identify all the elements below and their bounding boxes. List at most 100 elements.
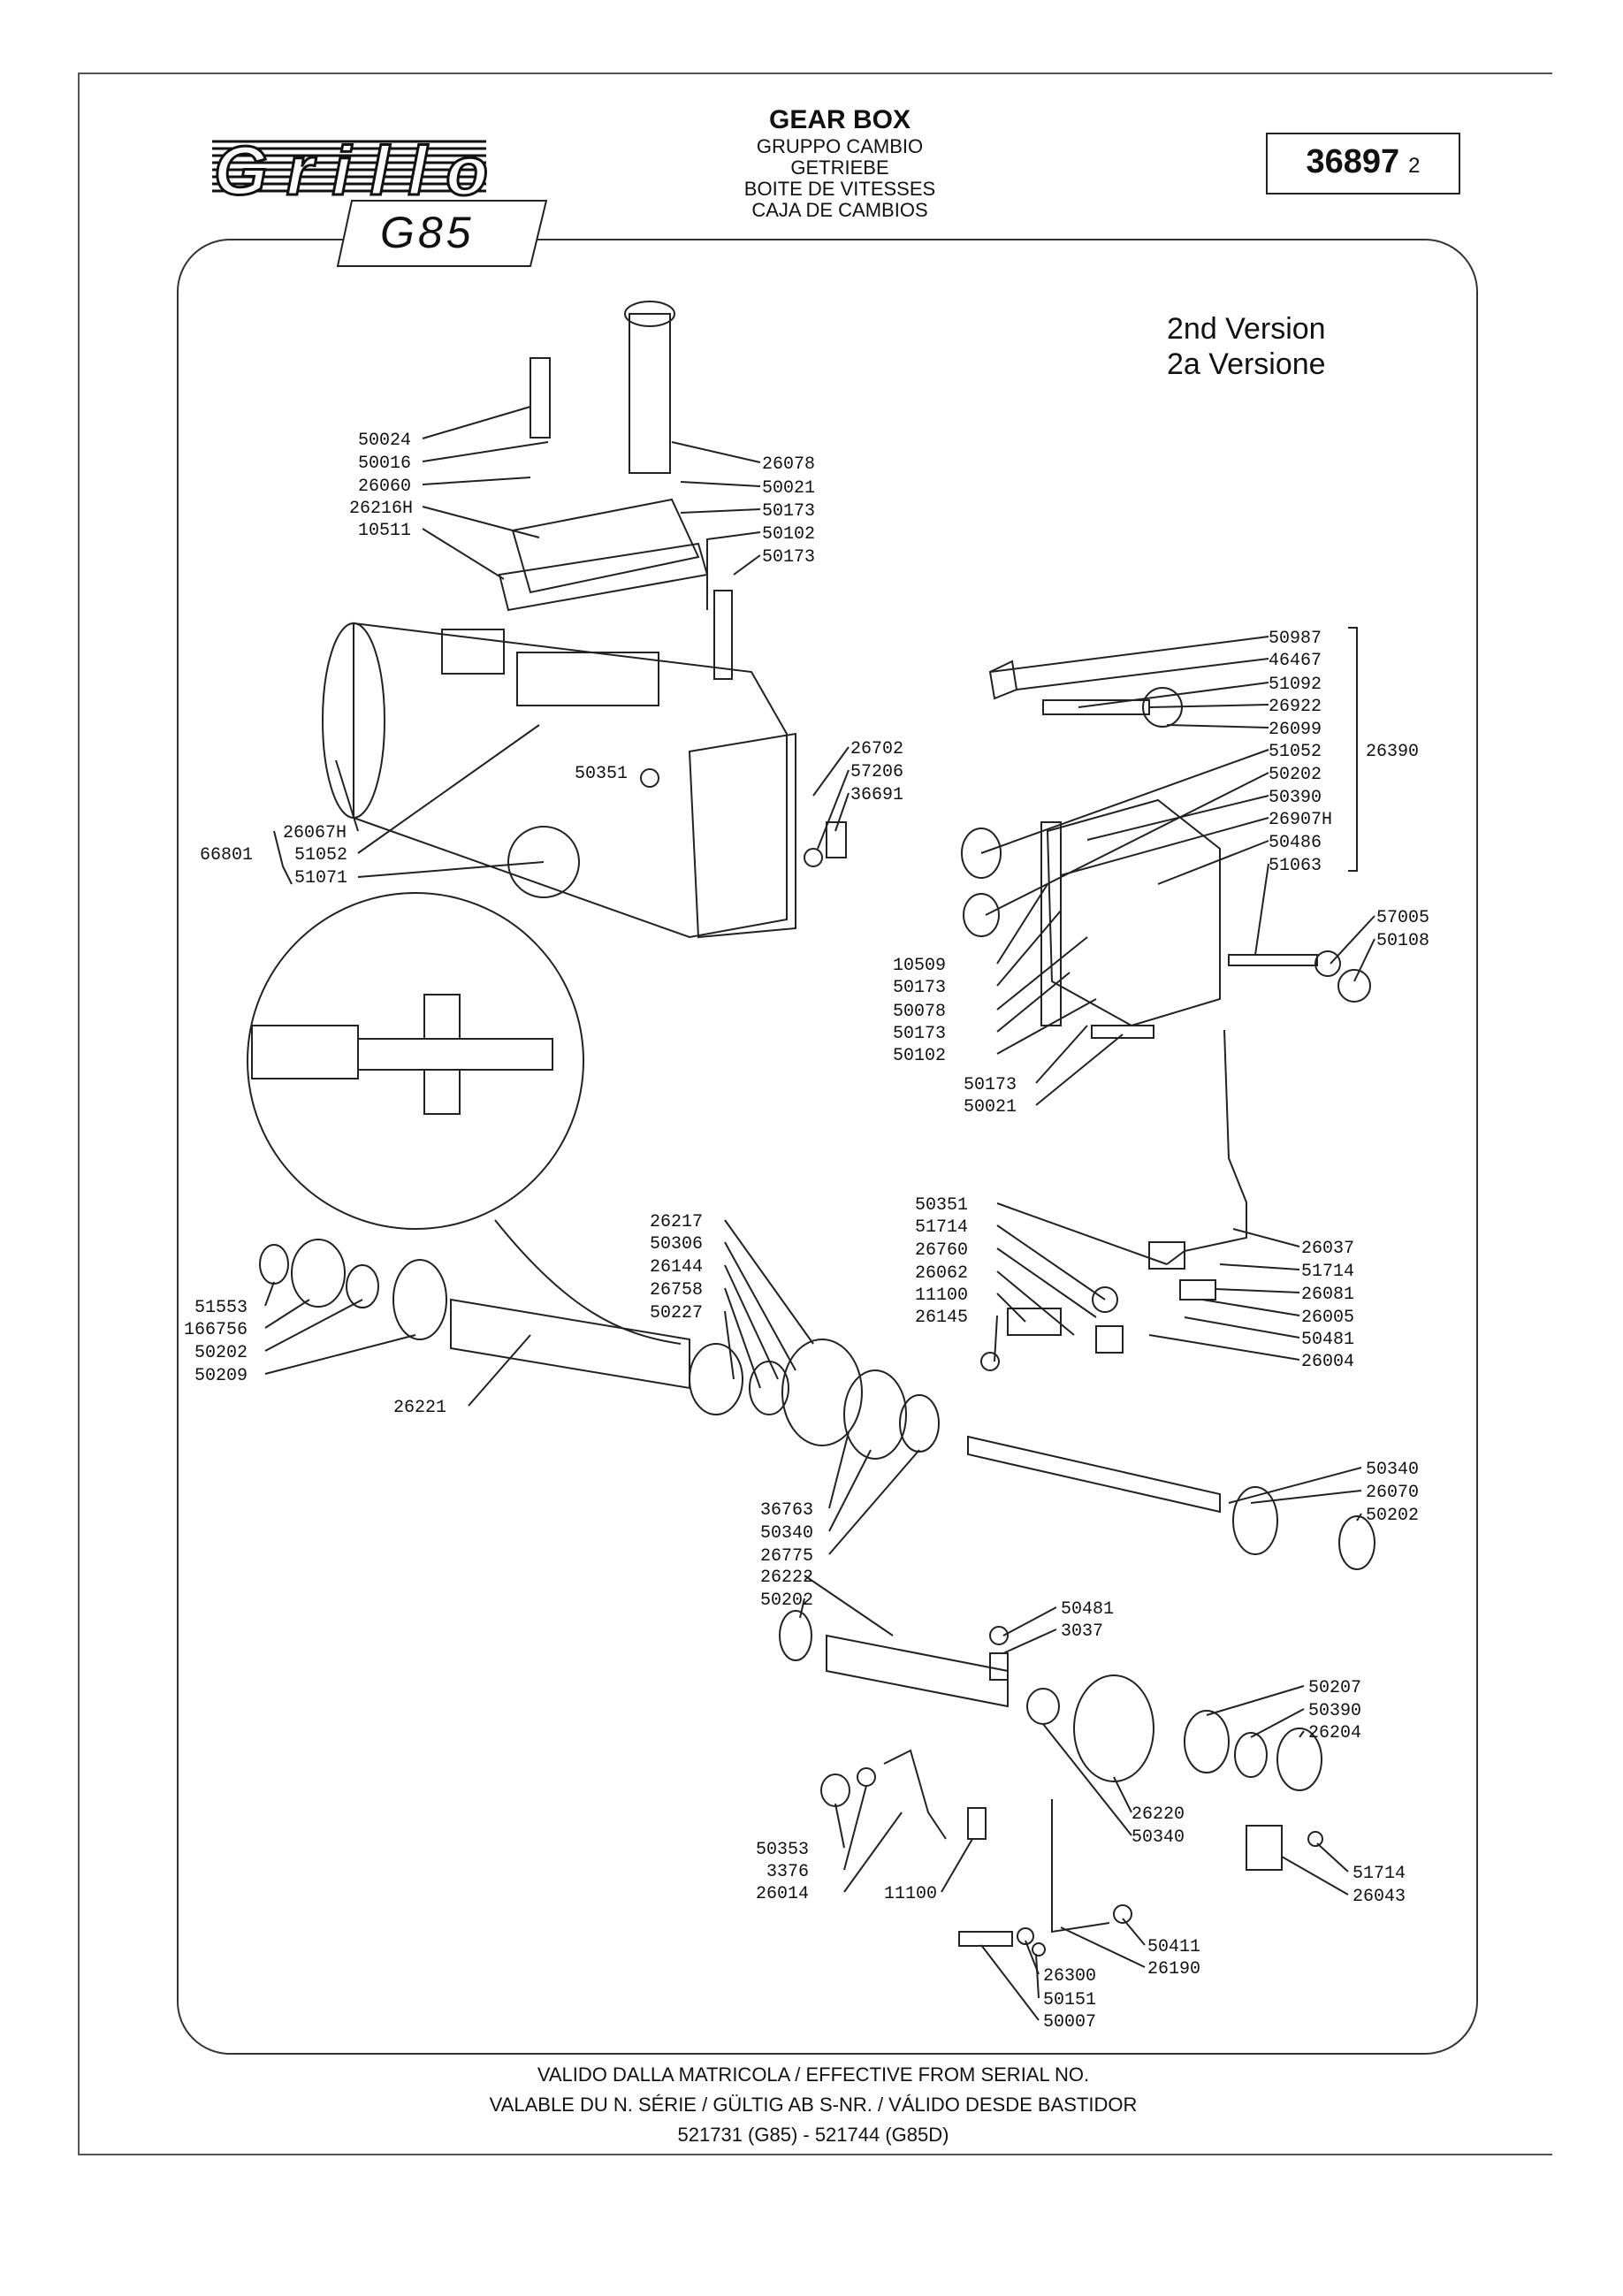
- part-label: 51092: [1269, 675, 1322, 695]
- validity-footer: VALIDO DALLA MATRICOLA / EFFECTIVE FROM …: [265, 2060, 1361, 2150]
- leader-line: [1166, 724, 1269, 728]
- part-label: 50173: [762, 501, 815, 522]
- part-label: 10509: [893, 956, 946, 976]
- leader-line: [1219, 1263, 1300, 1270]
- housing-end-plate-part: [688, 732, 796, 939]
- part-label: 51063: [1269, 856, 1322, 876]
- leader-line: [1250, 1490, 1362, 1504]
- part-label: 50351: [575, 764, 628, 784]
- frame-top-line: [78, 72, 1552, 74]
- part-label: 50078: [893, 1002, 946, 1022]
- leader-line: [843, 1785, 867, 1871]
- leader-line: [1353, 938, 1375, 982]
- leader-line: [1060, 1926, 1146, 1968]
- part-label: 26221: [393, 1398, 446, 1418]
- leader-line: [989, 636, 1269, 673]
- version-label: 2nd Version 2a Versione: [1167, 311, 1326, 382]
- selector-lever-part: [1051, 1799, 1110, 1934]
- pin-part: [967, 1807, 987, 1840]
- ring-part: [346, 1264, 379, 1308]
- detail-circle: [247, 892, 584, 1230]
- plug-part: [826, 821, 847, 858]
- leader-line: [996, 972, 1071, 1033]
- seal-part: [963, 893, 1000, 937]
- leader-line: [799, 1598, 805, 1619]
- nut-part: [988, 660, 1018, 700]
- leader-line: [941, 1838, 973, 1893]
- part-label: 50486: [1269, 833, 1322, 853]
- part-label: 26081: [1301, 1285, 1354, 1305]
- housing-plug-part: [640, 768, 659, 788]
- leader-line: [1215, 1288, 1300, 1293]
- ball-part: [989, 1626, 1009, 1645]
- lever-shaft-part: [1042, 699, 1150, 715]
- bearing-part: [779, 1610, 812, 1661]
- pin-part: [1307, 1831, 1323, 1847]
- seal-part: [259, 1244, 289, 1285]
- part-label: 11100: [884, 1884, 937, 1904]
- leader-line: [828, 1449, 920, 1555]
- part-label: 51052: [294, 845, 347, 866]
- part-label: 50481: [1301, 1330, 1354, 1350]
- leader-line: [1330, 915, 1375, 965]
- pin-part: [1092, 1286, 1118, 1313]
- part-label: 26760: [915, 1240, 968, 1261]
- part-label: 26907H: [1269, 810, 1332, 830]
- leader-line: [1035, 1034, 1124, 1106]
- bearing-part: [1184, 1710, 1230, 1773]
- leader-line: [1254, 863, 1269, 956]
- part-label: 26099: [1269, 720, 1322, 740]
- leader-line: [1122, 1918, 1146, 1946]
- detail-shaft-part: [357, 1038, 553, 1071]
- fork-part: [1095, 1325, 1124, 1354]
- leader-line: [335, 759, 359, 832]
- leader-line: [804, 1575, 894, 1636]
- leader-line: [996, 1293, 1026, 1323]
- leader-line: [985, 772, 1269, 916]
- leader-line: [422, 441, 549, 462]
- leader-line: [1035, 1025, 1088, 1084]
- footer-line-3: 521731 (G85) - 521744 (G85D): [677, 2124, 949, 2146]
- spring-part: [989, 1652, 1009, 1681]
- leader-line: [994, 1315, 998, 1362]
- leader-line: [1002, 1606, 1057, 1636]
- title-block: GEAR BOX GRUPPO CAMBIO GETRIEBE BOITE DE…: [707, 104, 972, 221]
- leader-line: [843, 1812, 903, 1893]
- model-badge: [336, 200, 548, 267]
- title-es: CAJA DE CAMBIOS: [751, 199, 928, 221]
- housing-bore-part: [507, 826, 580, 898]
- drawing-revision: 2: [1408, 154, 1421, 178]
- bearing-part: [689, 1343, 743, 1415]
- leader-line: [468, 1334, 531, 1407]
- leader-line: [422, 506, 540, 538]
- leader-line: [1356, 1513, 1362, 1522]
- leader-line: [996, 1247, 1097, 1318]
- part-label: 50173: [893, 1024, 946, 1044]
- leader-line: [996, 1270, 1075, 1336]
- washer-part: [1032, 1942, 1046, 1957]
- detail-bearing-top-part: [423, 994, 461, 1040]
- leader-line: [980, 1944, 1040, 2021]
- part-label: 46467: [1269, 651, 1322, 671]
- countershaft-part: [826, 1634, 1009, 1708]
- part-label: 51553: [194, 1298, 248, 1318]
- leader-line: [996, 1224, 1106, 1301]
- part-label: 50207: [1308, 1678, 1361, 1698]
- part-label: 26078: [762, 454, 815, 475]
- shift-lever-part: [1166, 1029, 1247, 1265]
- part-label: 26070: [1366, 1483, 1419, 1503]
- part-label: 26222: [760, 1568, 813, 1588]
- title-it: GRUPPO CAMBIO: [756, 135, 924, 157]
- leader-line: [996, 998, 1097, 1055]
- hub-part: [899, 1394, 940, 1453]
- housing-body-part: [353, 622, 788, 939]
- leader-line: [817, 769, 850, 850]
- rear-cover-part: [1046, 798, 1221, 1027]
- part-label: 50007: [1043, 2012, 1096, 2033]
- screw-part: [1091, 1025, 1154, 1039]
- leader-line: [1148, 704, 1269, 708]
- title-de: GETRIEBE: [790, 156, 889, 179]
- leader-line: [680, 481, 761, 487]
- leader-line: [1228, 1467, 1362, 1504]
